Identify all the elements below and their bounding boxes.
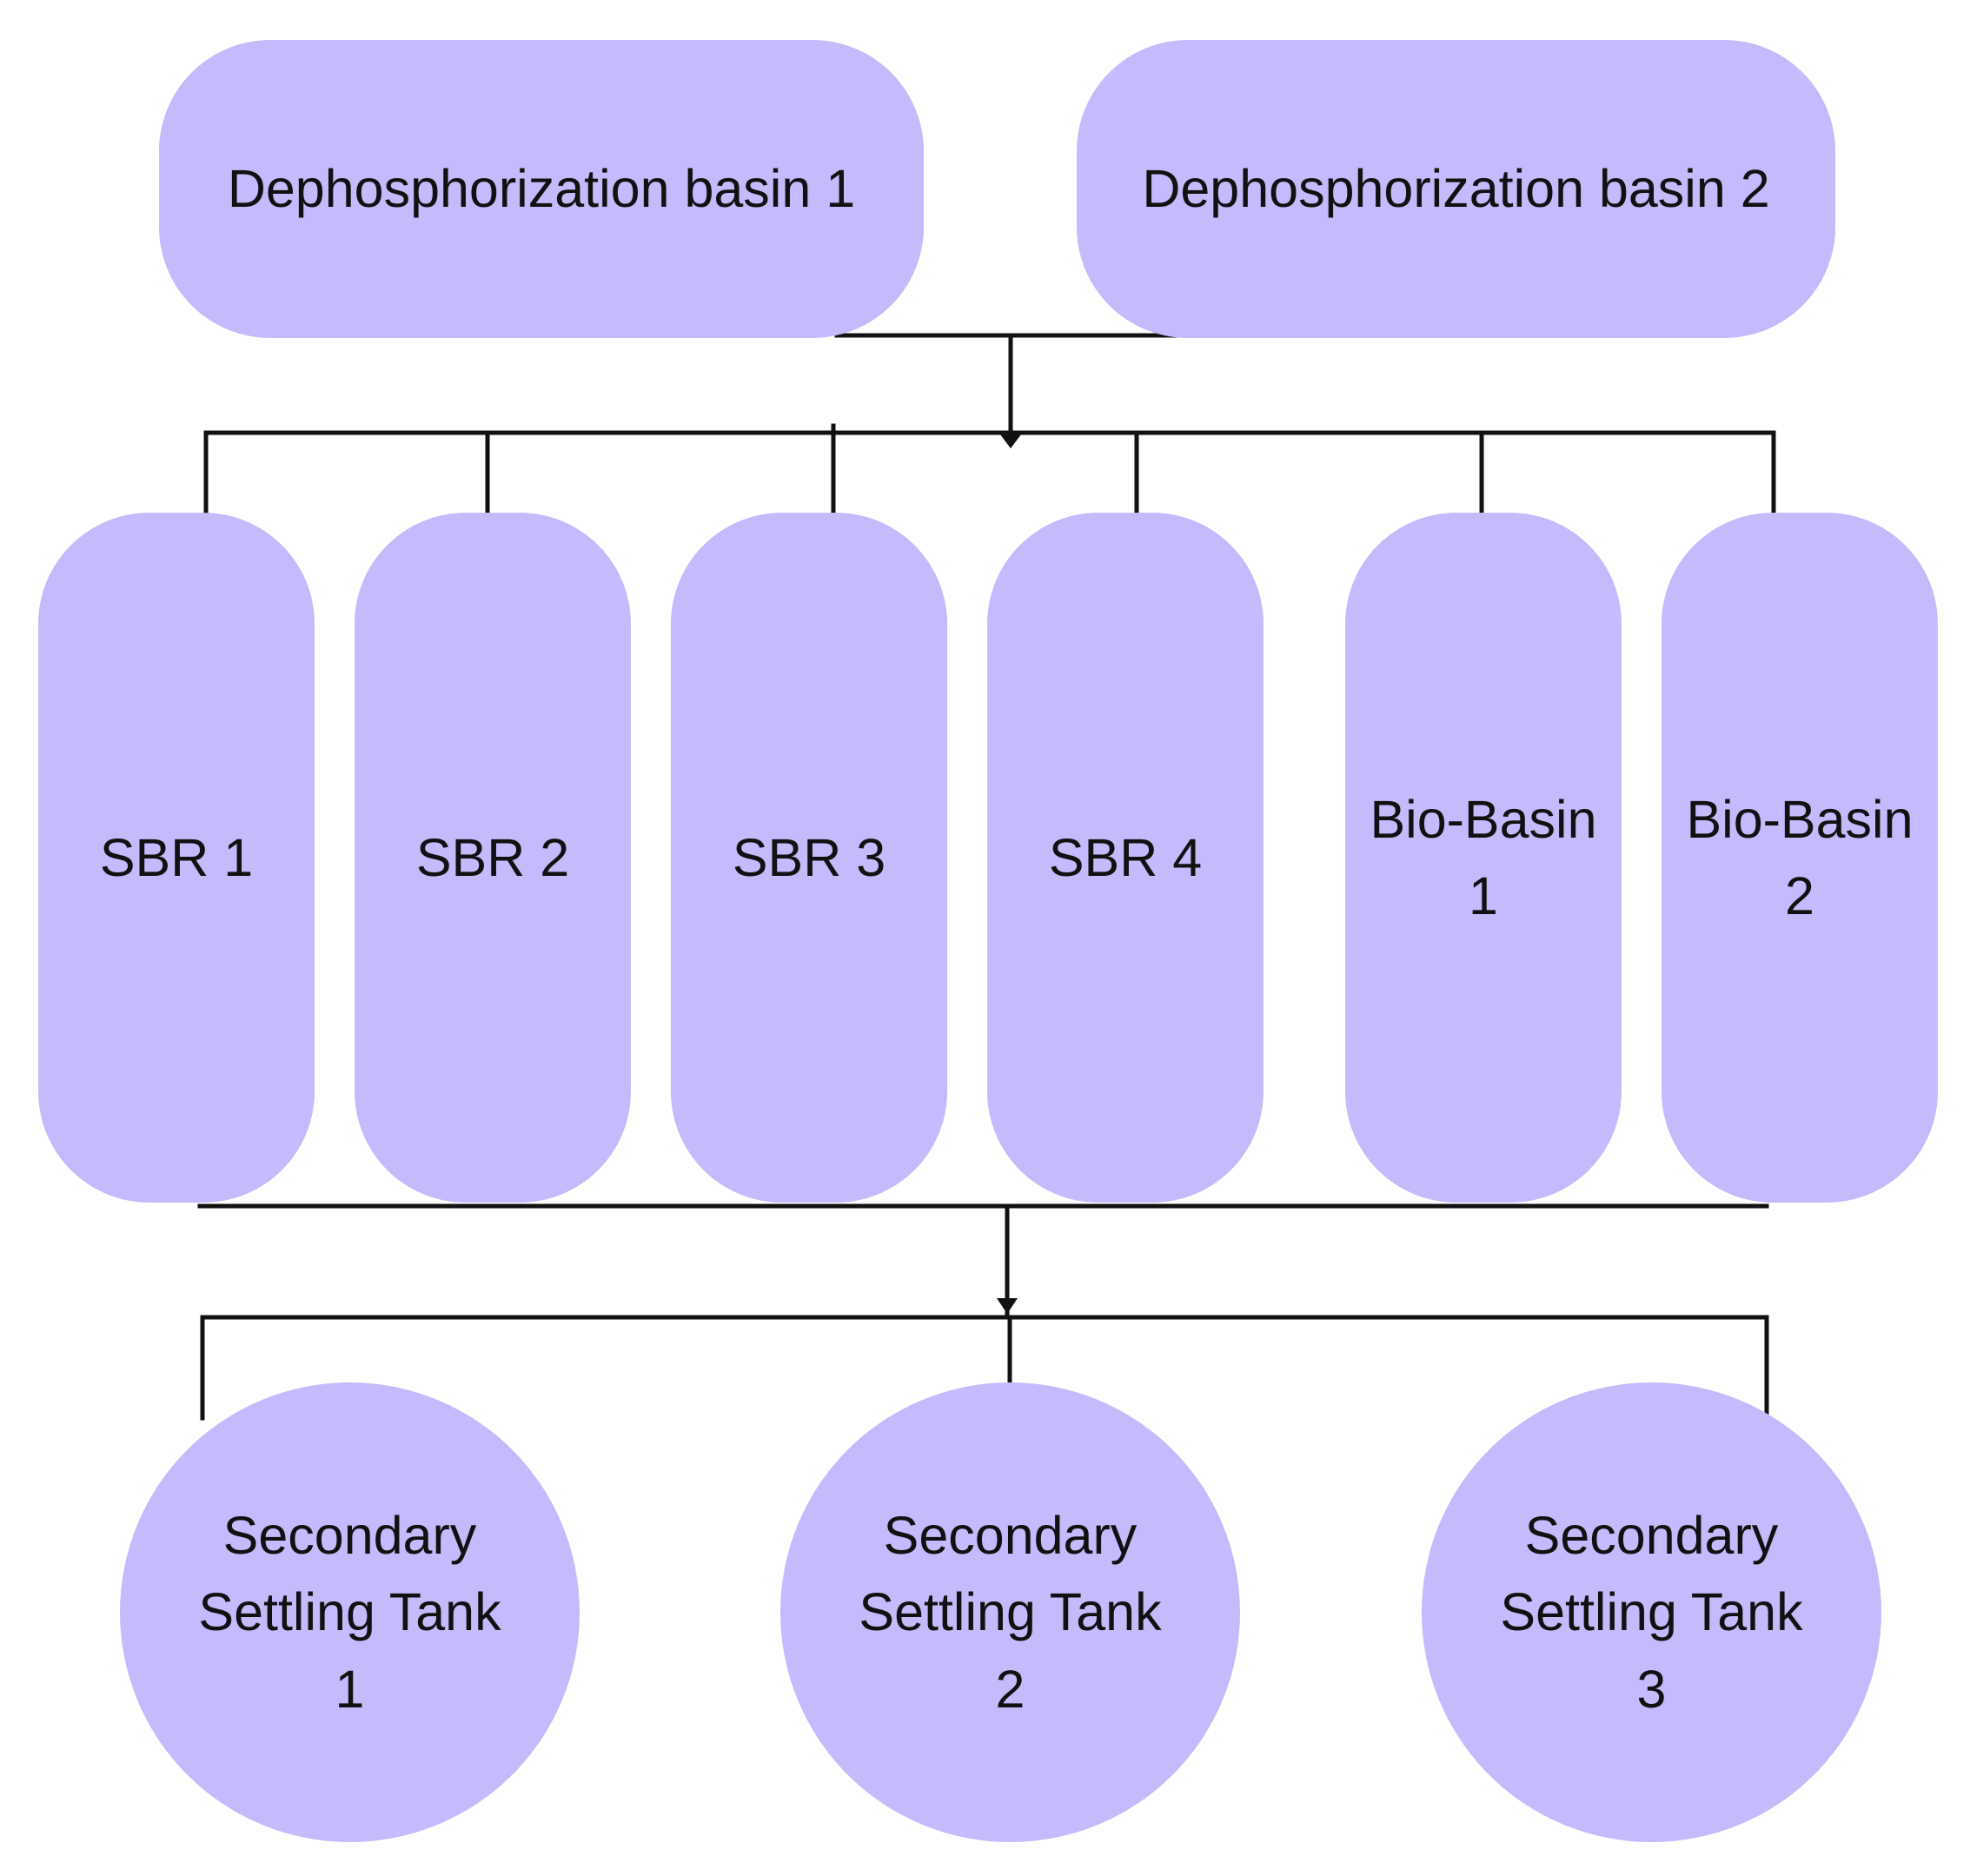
arrow-head-middle <box>997 1298 1018 1314</box>
arrow-head-top <box>1000 434 1021 448</box>
bio-basin-2: Bio-Basin 2 <box>1662 513 1938 1203</box>
sbr-1: SBR 1 <box>38 513 315 1203</box>
sbr-4: SBR 4 <box>987 513 1264 1203</box>
bio-basin-1: Bio-Basin 1 <box>1345 513 1622 1203</box>
dephosphorization-basin-1: Dephosphorization basin 1 <box>159 40 924 338</box>
sbr-2: SBR 2 <box>355 513 631 1203</box>
dephosphorization-basin-2: Dephosphorization basin 2 <box>1077 40 1835 338</box>
secondary-settling-tank-1: Secondary Settling Tank 1 <box>120 1382 580 1842</box>
secondary-settling-tank-3: Secondary Settling Tank 3 <box>1422 1382 1881 1842</box>
sbr-3: SBR 3 <box>671 513 947 1203</box>
secondary-settling-tank-2: Secondary Settling Tank 2 <box>780 1382 1240 1842</box>
